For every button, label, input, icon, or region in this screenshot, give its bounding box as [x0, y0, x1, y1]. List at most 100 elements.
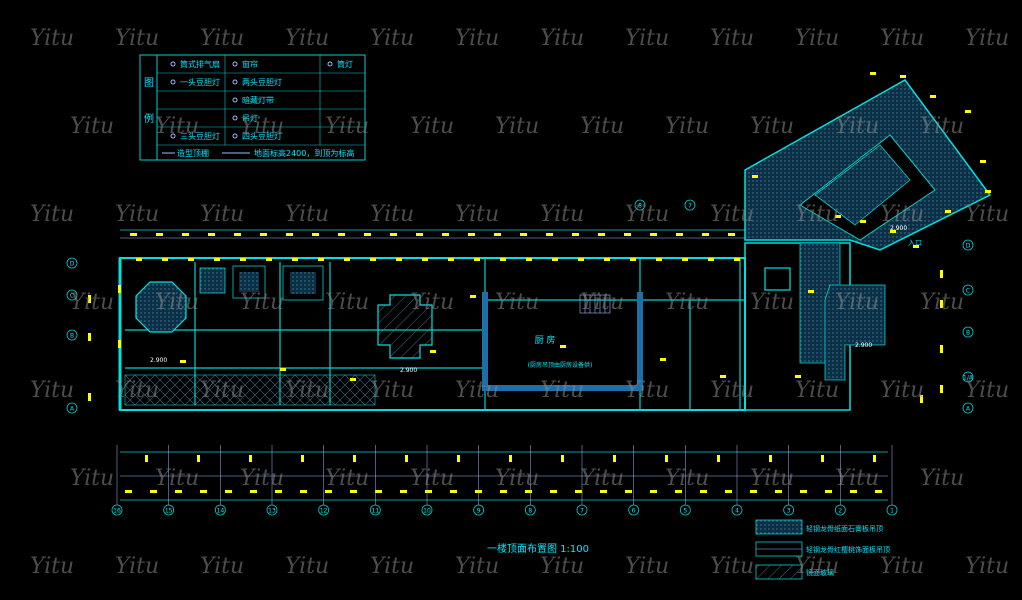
- light-marker: [675, 490, 682, 493]
- light-marker: [214, 258, 220, 261]
- light-marker: [468, 233, 475, 236]
- light-marker: [572, 233, 579, 236]
- light-marker: [835, 215, 841, 218]
- legend-symbol-icon: [170, 79, 176, 85]
- col-axis-5-bubble-icon: [679, 504, 691, 516]
- col-axis-3-bubble-icon: [783, 504, 795, 516]
- row-axis-C: C: [70, 293, 74, 300]
- col-axis-15-bubble-icon: [163, 504, 175, 516]
- light-marker: [624, 233, 631, 236]
- row-axis-C-bubble-icon: [66, 289, 78, 301]
- light-marker: [470, 295, 476, 298]
- light-marker: [390, 233, 397, 236]
- light-marker: [808, 290, 814, 293]
- watermark-text: Yitu: [710, 26, 754, 51]
- light-marker: [728, 233, 735, 236]
- light-marker: [292, 258, 298, 261]
- row-axis-D-bubble-icon: [66, 257, 78, 269]
- light-marker: [300, 490, 307, 493]
- watermark-text: Yitu: [240, 114, 284, 139]
- light-marker: [474, 258, 480, 261]
- light-marker: [430, 350, 436, 353]
- light-marker: [145, 455, 148, 462]
- watermark-text: Yitu: [370, 554, 414, 579]
- light-marker: [913, 245, 919, 248]
- light-marker: [552, 258, 558, 261]
- light-marker: [88, 393, 91, 401]
- light-marker: [920, 395, 923, 403]
- legend-footer-1: 造型顶棚: [177, 148, 209, 158]
- light-marker: [350, 378, 356, 381]
- light-marker: [457, 455, 460, 462]
- top-axis-0: 8: [638, 203, 642, 210]
- row-axis-D: D: [70, 261, 75, 268]
- col-axis-14-bubble-icon: [214, 504, 226, 516]
- watermark-text: Yitu: [200, 26, 244, 51]
- legend-symbol-icon: [232, 115, 238, 121]
- light-marker: [870, 72, 876, 75]
- light-marker: [344, 258, 350, 261]
- light-marker: [125, 490, 132, 493]
- light-marker: [873, 455, 876, 462]
- watermark-text: Yitu: [920, 466, 964, 491]
- col-axis-9-bubble-icon: [473, 504, 485, 516]
- light-marker: [800, 490, 807, 493]
- watermark-text: Yitu: [410, 114, 454, 139]
- watermark-text: Yitu: [540, 554, 584, 579]
- watermark-text: Yitu: [580, 114, 624, 139]
- light-marker: [156, 233, 163, 236]
- light-marker: [660, 358, 666, 361]
- light-marker: [900, 75, 906, 78]
- legend-symbol-icon: [327, 61, 333, 67]
- legend-item-1-0: 一头豆胆灯: [180, 77, 220, 87]
- legend-item-1-1: 两头豆胆灯: [242, 77, 282, 87]
- watermark-text: Yitu: [155, 290, 199, 315]
- light-marker: [88, 333, 91, 341]
- light-marker: [940, 345, 943, 353]
- legend-footer-2: 地面标高2400，到顶为标高: [254, 148, 354, 158]
- col-axis-10: 10: [423, 508, 431, 515]
- watermark-text: Yitu: [710, 554, 754, 579]
- legend-item-0-0: 筒式排气扇: [180, 59, 220, 69]
- light-marker: [180, 360, 186, 363]
- watermark-text: Yitu: [965, 202, 1009, 227]
- watermark-text: Yitu: [115, 378, 159, 403]
- light-marker: [625, 490, 632, 493]
- right-axis-0: D: [966, 243, 971, 250]
- watermark-text: Yitu: [410, 466, 454, 491]
- light-marker: [720, 375, 726, 378]
- legend-item-4-0: 三头豆胆灯: [180, 131, 220, 141]
- row-axis-A: A: [70, 406, 75, 413]
- light-marker: [546, 233, 553, 236]
- watermark-text: Yitu: [710, 202, 754, 227]
- light-marker: [301, 455, 304, 462]
- key-3: 镜面玻璃: [806, 568, 834, 577]
- light-marker: [676, 233, 683, 236]
- legend: 图 例 筒式排气扇窗帘筒灯一头豆胆灯两头豆胆灯暗藏灯带吊灯三头豆胆灯四头豆胆灯 …: [139, 54, 366, 161]
- light-marker: [280, 368, 286, 371]
- watermark-text: Yitu: [30, 202, 74, 227]
- watermark-text: Yitu: [455, 554, 499, 579]
- col-axis-6-bubble-icon: [628, 504, 640, 516]
- watermark-text: Yitu: [795, 554, 839, 579]
- col-axis-10-bubble-icon: [421, 504, 433, 516]
- legend-symbol-icon: [170, 133, 176, 139]
- watermark-text: Yitu: [200, 554, 244, 579]
- watermark-text: Yitu: [540, 378, 584, 403]
- watermark-text: Yitu: [625, 554, 669, 579]
- light-marker: [396, 258, 402, 261]
- light-marker: [795, 375, 801, 378]
- light-marker: [890, 230, 896, 233]
- legend-side-1: 图: [144, 77, 154, 89]
- light-marker: [630, 258, 636, 261]
- key-2: 轻钢龙骨红樱桃饰面板吊顶: [806, 545, 890, 554]
- light-marker: [250, 490, 257, 493]
- light-marker: [118, 340, 121, 348]
- col-axis-2-bubble-icon: [834, 504, 846, 516]
- light-marker: [561, 455, 564, 462]
- right-axis-0-bubble-icon: [962, 239, 974, 251]
- light-marker: [509, 455, 512, 462]
- watermark-text: Yitu: [540, 202, 584, 227]
- light-marker: [405, 455, 408, 462]
